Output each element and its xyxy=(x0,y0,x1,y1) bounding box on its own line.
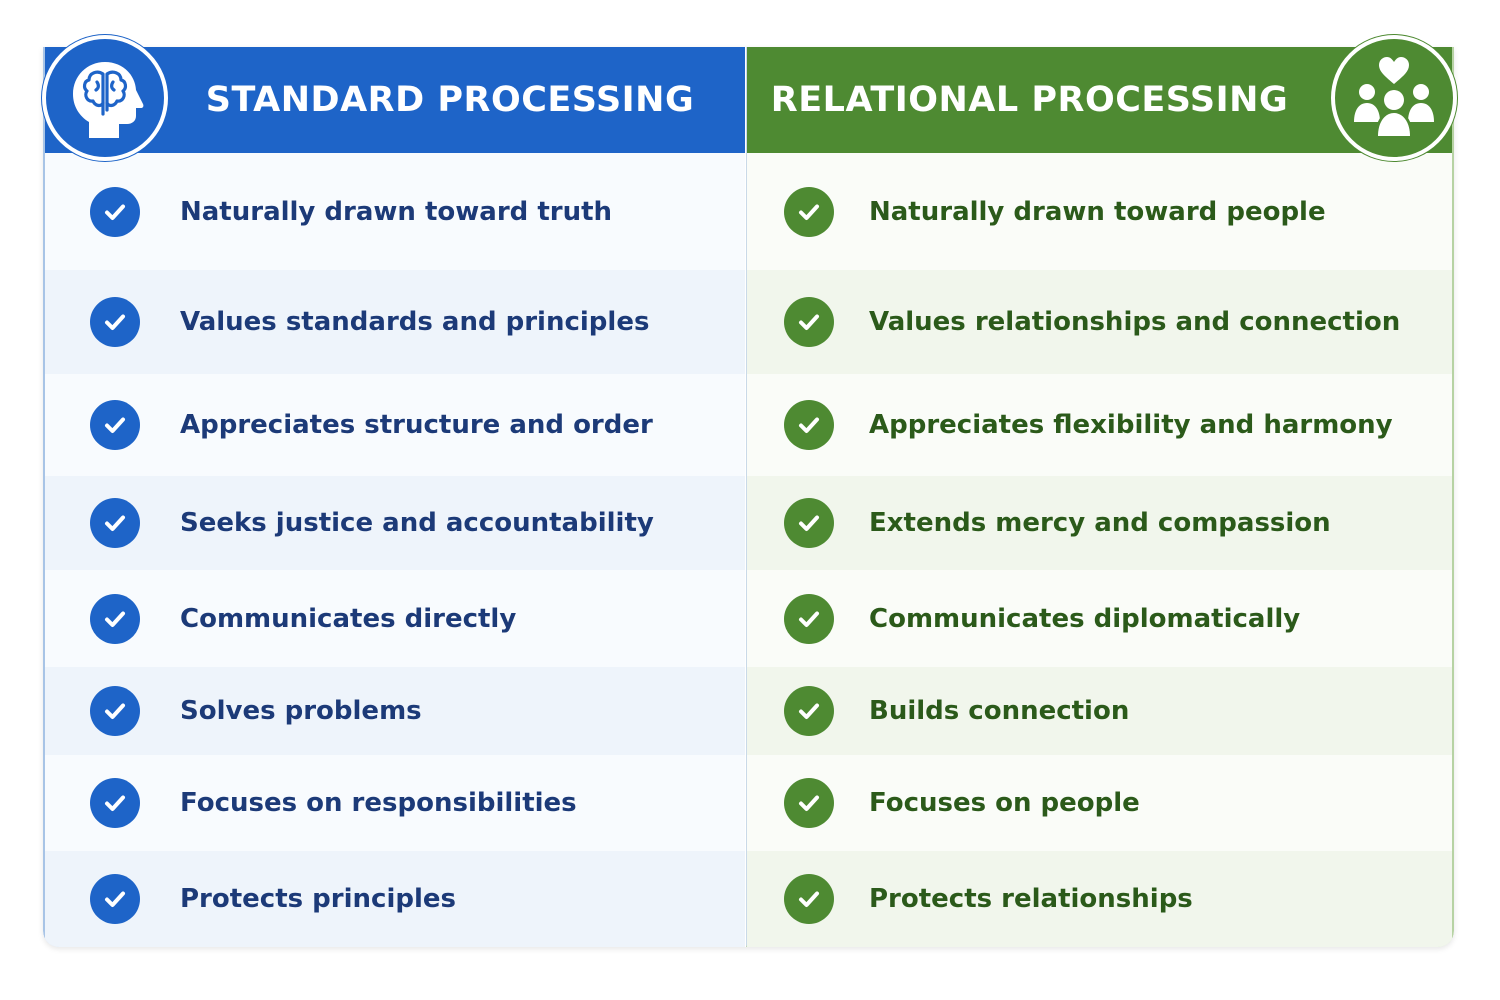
list-item: Communicates directly xyxy=(45,570,745,667)
item-label: Focuses on responsibilities xyxy=(180,788,577,818)
standard-processing-panel: STANDARD PROCESSING Naturally drawn towa… xyxy=(43,47,745,947)
item-label: Communicates diplomatically xyxy=(869,603,1301,634)
item-label: Communicates directly xyxy=(180,603,517,634)
check-icon xyxy=(784,498,834,548)
relational-processing-title: RELATIONAL PROCESSING xyxy=(770,80,1289,120)
list-item: Extends mercy and compassion xyxy=(747,476,1452,570)
list-item: Naturally drawn toward truth xyxy=(45,153,745,270)
list-item: Seeks justice and accountability xyxy=(45,476,745,570)
list-item: Appreciates flexibility and harmony xyxy=(747,374,1452,476)
list-item: Values standards and principles xyxy=(45,270,745,374)
comparison-card: STANDARD PROCESSING Naturally drawn towa… xyxy=(43,47,1454,947)
list-item: Builds connection xyxy=(747,667,1452,755)
item-label: Seeks justice and accountability xyxy=(180,508,654,538)
check-icon xyxy=(90,874,140,924)
people-heart-icon xyxy=(1331,35,1457,161)
check-icon xyxy=(784,874,834,924)
list-item: Focuses on people xyxy=(747,755,1452,851)
check-icon xyxy=(90,297,140,347)
item-label: Naturally drawn toward truth xyxy=(180,196,613,227)
item-label: Solves problems xyxy=(180,696,422,726)
check-icon xyxy=(784,686,834,736)
list-item: Focuses on responsibilities xyxy=(45,755,745,851)
list-item: Solves problems xyxy=(45,667,745,755)
item-label: Builds connection xyxy=(869,696,1130,726)
list-item: Communicates diplomatically xyxy=(747,570,1452,667)
check-icon xyxy=(90,498,140,548)
check-icon xyxy=(784,593,834,644)
check-icon xyxy=(90,778,140,828)
item-label: Focuses on people xyxy=(869,788,1140,818)
item-label: Extends mercy and compassion xyxy=(869,508,1331,538)
check-icon xyxy=(784,297,834,347)
list-item: Appreciates structure and order xyxy=(45,374,745,476)
check-icon xyxy=(784,186,834,237)
head-brain-icon xyxy=(42,35,168,161)
item-label: Protects principles xyxy=(180,884,456,914)
check-icon xyxy=(90,593,140,644)
check-icon xyxy=(90,186,140,237)
item-label: Values relationships and connection xyxy=(869,307,1401,337)
list-item: Protects relationships xyxy=(747,851,1452,947)
list-item: Values relationships and connection xyxy=(747,270,1452,374)
standard-processing-title: STANDARD PROCESSING xyxy=(205,80,695,120)
check-icon xyxy=(784,778,834,828)
relational-processing-panel: RELATIONAL PROCESSING Naturally drawn to… xyxy=(746,47,1454,947)
check-icon xyxy=(90,400,140,450)
list-item: Naturally drawn toward people xyxy=(747,153,1452,270)
item-label: Naturally drawn toward people xyxy=(869,196,1326,227)
item-label: Protects relationships xyxy=(869,884,1193,914)
list-item: Protects principles xyxy=(45,851,745,947)
check-icon xyxy=(90,686,140,736)
check-icon xyxy=(784,400,834,450)
item-label: Values standards and principles xyxy=(180,307,650,337)
item-label: Appreciates flexibility and harmony xyxy=(869,410,1393,440)
item-label: Appreciates structure and order xyxy=(180,410,653,440)
